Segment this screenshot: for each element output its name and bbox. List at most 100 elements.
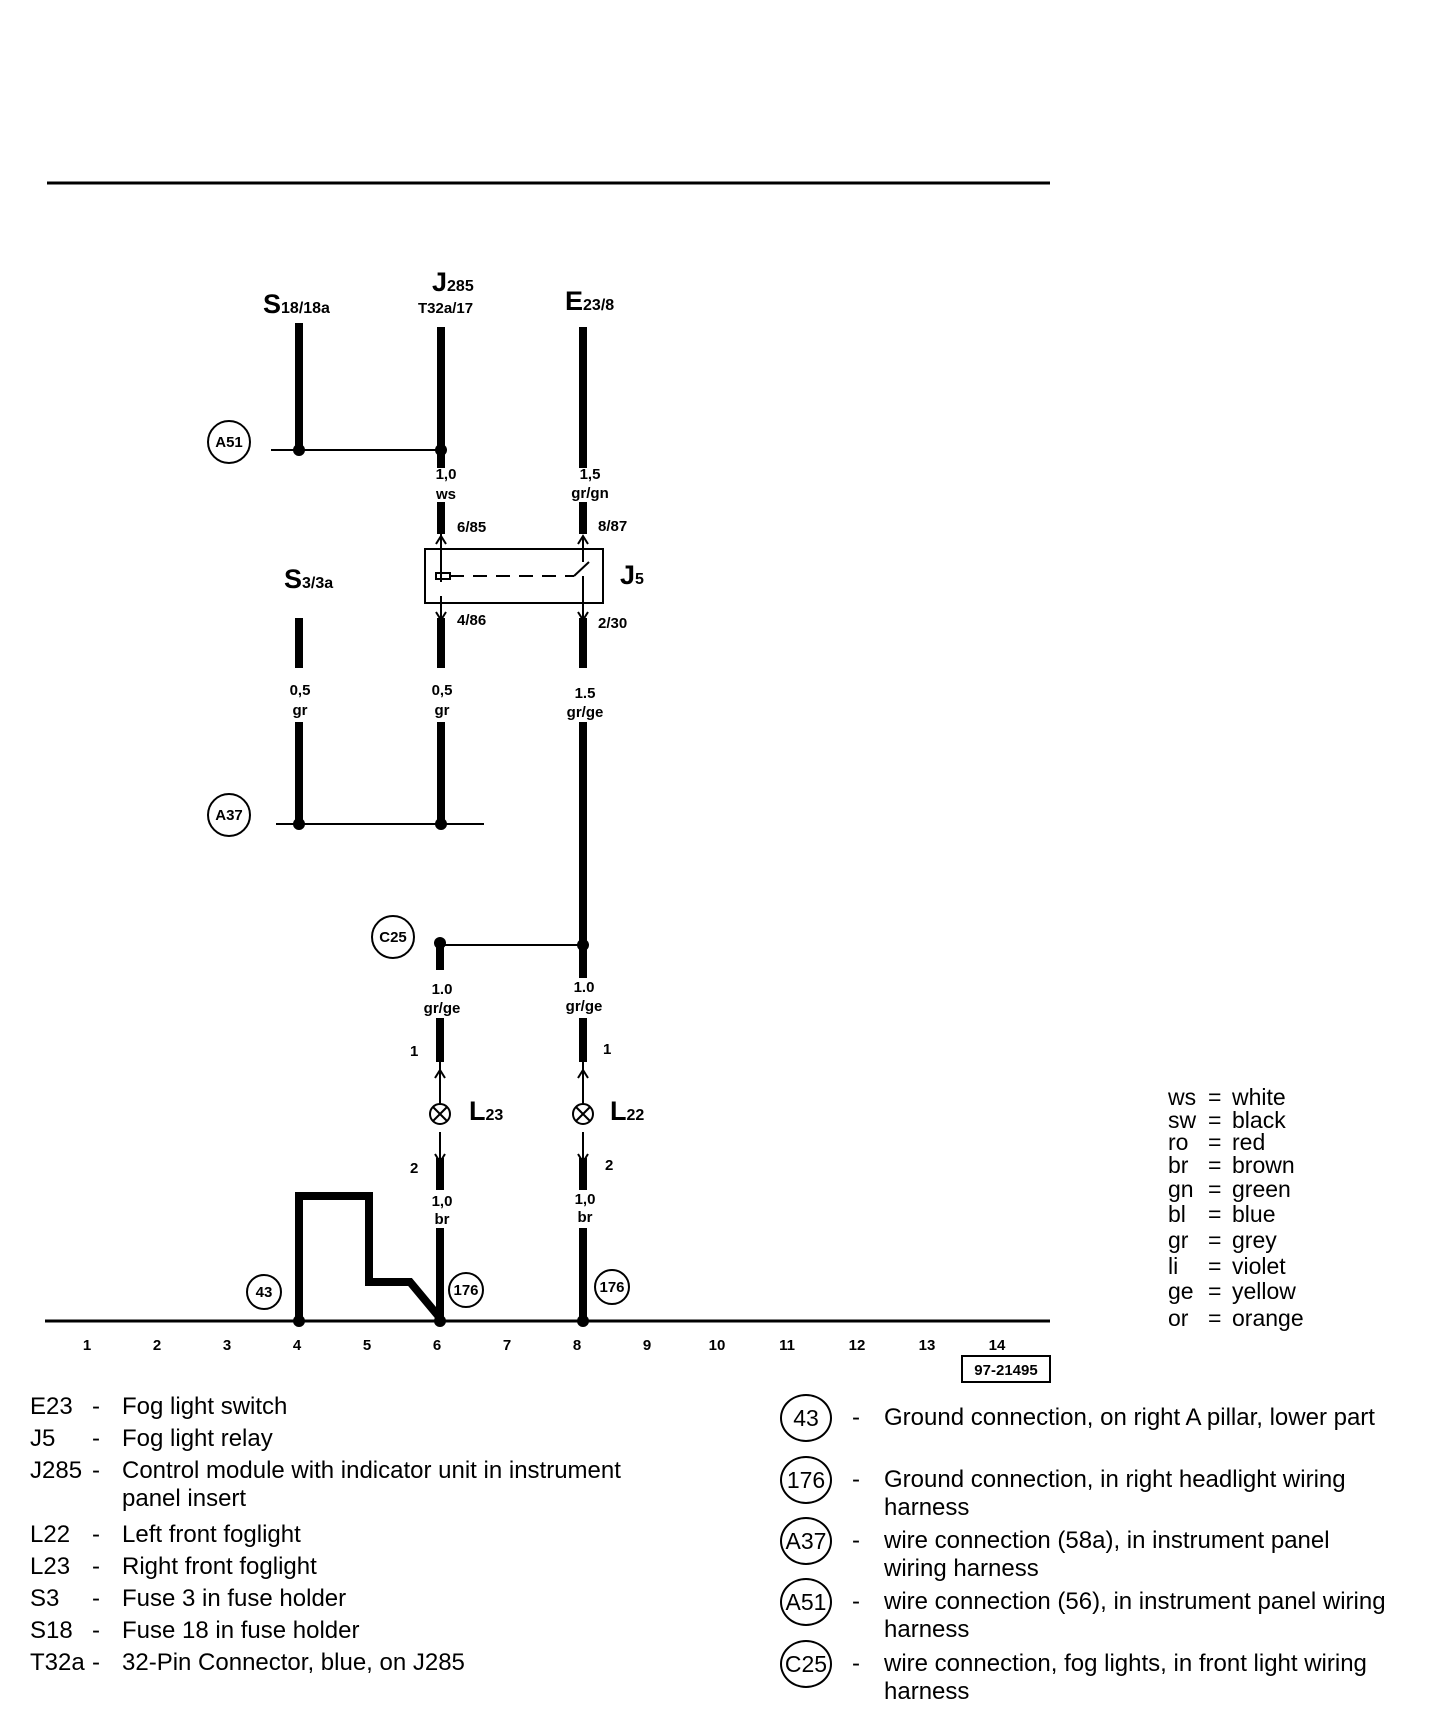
dash: - [92,1649,100,1676]
component-desc: Fog light relay [122,1425,273,1452]
connection-desc-cont: harness [884,1494,970,1521]
component-legend-row: S3-Fuse 3 in fuse holder [30,1585,346,1613]
pin-arrow [434,1153,446,1164]
track-number: 14 [989,1337,1006,1354]
dash: - [92,1393,100,1420]
pin-arrow [577,1068,589,1079]
relay-j5-symbol [424,548,604,604]
svg-text:43: 43 [256,1284,273,1301]
dash: - [852,1404,860,1431]
l22-label: L22 [610,1096,644,1126]
component-desc: Fog light switch [122,1393,288,1420]
dash: - [92,1553,100,1580]
wire-size: 1.5 [575,685,596,702]
svg-text:97-21495: 97-21495 [974,1362,1037,1379]
wire-size: 0,5 [290,682,311,699]
wire-size: 1,0 [436,466,457,483]
s18-label: S18/18a [263,289,330,319]
color-name: white [1232,1084,1286,1110]
ground-43: 43 [246,1274,282,1310]
color-legend-row: bl=blue [1168,1202,1275,1226]
connection-desc: Ground connection, in right headlight wi… [884,1466,1346,1493]
dash: - [852,1466,860,1493]
wire-color: br [578,1209,593,1226]
equals-sign: = [1208,1201,1222,1227]
pin-arrow [577,611,589,622]
pin-arrow [577,1153,589,1164]
color-code: sw [1168,1107,1197,1133]
wire-size: 1,0 [432,1193,453,1210]
component-legend-row: L22-Left front foglight [30,1521,301,1549]
color-name: violet [1232,1253,1286,1279]
wire-color: gr/ge [567,704,604,721]
component-code: S3 [30,1585,60,1612]
equals-sign: = [1208,1129,1222,1155]
connection-desc-cont: wiring harness [884,1555,1039,1582]
dash: - [852,1588,860,1615]
color-code: gn [1168,1176,1194,1202]
wire-color: gr [435,702,450,719]
splice-dot [434,937,446,949]
component-desc-cont: panel insert [122,1485,247,1512]
dash: - [92,1425,100,1452]
connection-id-circle: C25 [780,1640,832,1688]
connection-desc: wire connection (56), in instrument pane… [884,1588,1386,1615]
color-name: brown [1232,1152,1295,1178]
component-code: J5 [30,1425,56,1452]
wire-size: 0,5 [432,682,453,699]
component-legend-row: S18-Fuse 18 in fuse holder [30,1617,359,1645]
pin-label: 2 [410,1160,418,1177]
lamp-l22-symbol [572,1103,594,1125]
color-code: ge [1168,1278,1194,1304]
component-legend-row: E23-Fog light switch [30,1393,287,1421]
component-code: T32a [30,1649,85,1676]
l23-label: L23 [469,1096,503,1126]
color-code: ws [1168,1084,1197,1110]
color-legend-row: gn=green [1168,1177,1291,1201]
svg-text:176: 176 [453,1282,478,1299]
component-desc: Left front foglight [122,1521,301,1548]
color-code: br [1168,1152,1189,1178]
color-code: li [1168,1253,1179,1279]
ground-176-left: 176 [448,1272,484,1308]
e23-label: E23/8 [565,286,614,316]
component-legend-row: L23-Right front foglight [30,1553,317,1581]
pin-label: 6/85 [457,519,486,536]
wire-color: gr [293,702,308,719]
dash: - [852,1527,860,1554]
component-desc: Right front foglight [122,1553,317,1580]
component-code: L23 [30,1553,71,1580]
color-legend-row: sw=black [1168,1108,1286,1132]
splice-dot [293,818,305,830]
color-name: yellow [1232,1278,1296,1304]
color-name: blue [1232,1201,1276,1227]
ground-176-right: 176 [594,1269,630,1305]
track-number: 5 [363,1337,371,1354]
color-name: grey [1232,1227,1277,1253]
track-number: 11 [779,1337,795,1354]
color-legend-row: gr=grey [1168,1228,1277,1252]
component-code: L22 [30,1521,71,1548]
component-code: E23 [30,1393,73,1420]
lamp-l23-symbol [429,1103,451,1125]
wire-size: 1.0 [432,981,453,998]
svg-text:A51: A51 [215,434,243,451]
component-legend-row: J285-Control module with indicator unit … [30,1457,621,1513]
pin-label: 1 [410,1043,418,1060]
s3-label: S3/3a [284,564,333,594]
equals-sign: = [1208,1227,1222,1253]
ground-43-wire [295,1192,444,1321]
track-number: 7 [503,1337,511,1354]
track-number: 8 [573,1337,581,1354]
color-code: ro [1168,1129,1189,1155]
component-legend-row: T32a-32-Pin Connector, blue, on J285 [30,1649,465,1677]
pin-arrow [577,534,589,545]
equals-sign: = [1208,1253,1222,1279]
wire-size: 1.0 [574,979,595,996]
connection-id-circle: A51 [780,1578,832,1626]
pin-label: 2/30 [598,615,627,632]
splice-dot [435,444,447,456]
splice-dot [577,939,589,951]
track-number: 3 [223,1337,231,1354]
